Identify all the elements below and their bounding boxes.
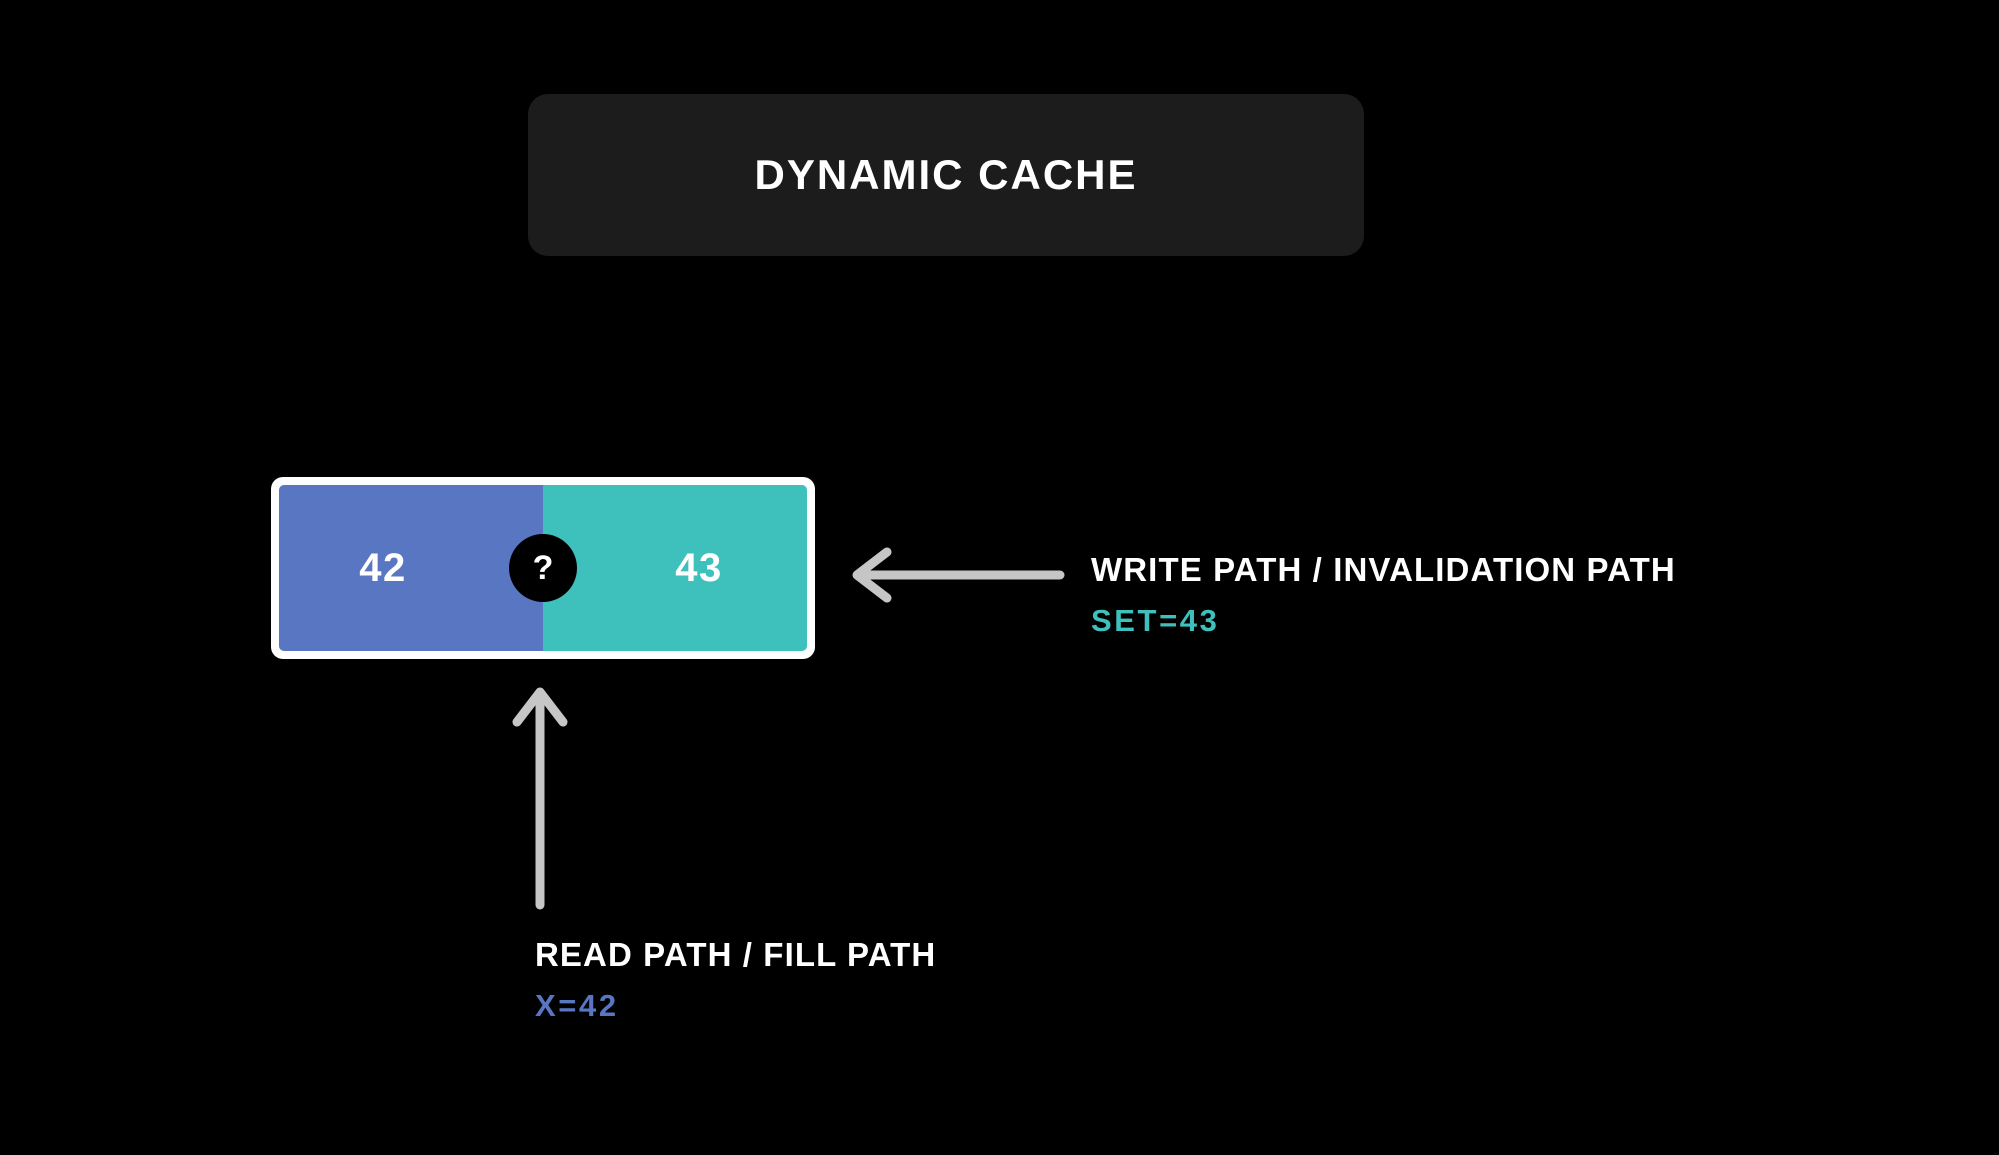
cache-bar-inner: 42 43 ? xyxy=(279,485,807,651)
write-path-arrow xyxy=(845,540,1065,610)
question-mark-icon: ? xyxy=(532,549,554,587)
write-path-label: WRITE PATH / INVALIDATION PATH xyxy=(1091,551,1676,588)
cache-cell-fresh: 43 xyxy=(543,485,807,651)
cache-cell-stale: 42 xyxy=(279,485,543,651)
question-mark-badge: ? xyxy=(509,534,577,602)
read-path-value: X=42 xyxy=(535,988,619,1023)
page-title: DYNAMIC CACHE xyxy=(754,151,1138,198)
read-path-arrow xyxy=(505,680,575,910)
read-path-annotation: READ PATH / FILL PATH X=42 xyxy=(535,938,936,1021)
read-path-label: READ PATH / FILL PATH xyxy=(535,936,937,973)
cache-bar: 42 43 ? xyxy=(271,477,815,659)
write-path-value: SET=43 xyxy=(1091,603,1220,638)
cache-cell-fresh-value: 43 xyxy=(675,546,723,590)
write-path-annotation: WRITE PATH / INVALIDATION PATH SET=43 xyxy=(1091,553,1676,636)
cache-cell-stale-value: 42 xyxy=(359,546,407,590)
title-card: DYNAMIC CACHE xyxy=(528,94,1364,256)
